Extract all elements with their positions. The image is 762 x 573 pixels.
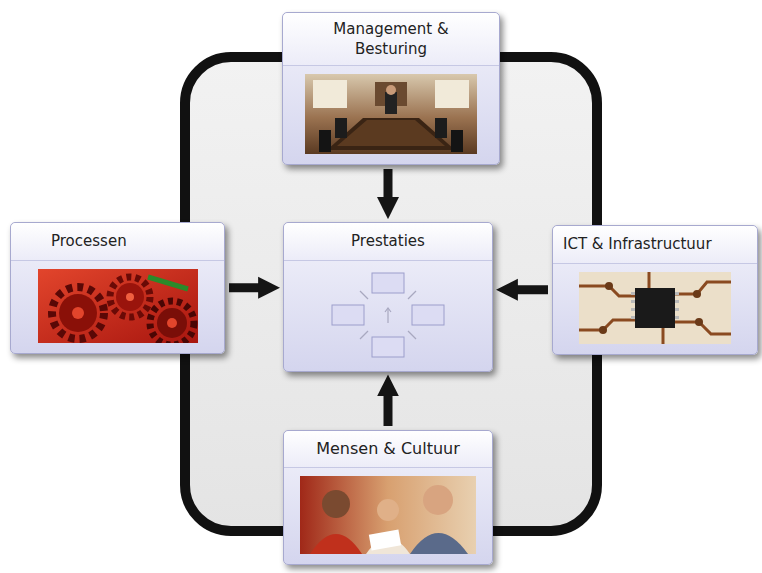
block-arrow xyxy=(384,169,393,207)
concept-box: Processen xyxy=(10,222,225,354)
circuit-picture xyxy=(579,272,731,344)
concept-box: Management & Besturing xyxy=(282,12,500,165)
concept-box: Mensen & Cultuur xyxy=(283,430,493,565)
concept-box: ICT & Infrastructuur xyxy=(552,225,758,355)
box-title: Processen xyxy=(11,223,224,261)
block-arrow xyxy=(508,285,548,294)
cycle-loop xyxy=(185,57,597,531)
concept-box: Prestaties xyxy=(283,222,493,372)
box-title: Prestaties xyxy=(284,223,492,261)
box-title: ICT & Infrastructuur xyxy=(553,226,757,264)
block-arrow xyxy=(384,387,393,427)
box-title: Management & Besturing xyxy=(283,13,499,66)
people-photo xyxy=(300,476,476,554)
box-title: Mensen & Cultuur xyxy=(284,431,492,468)
block-arrow xyxy=(229,283,268,292)
gears-picture xyxy=(38,269,198,343)
meeting-photo xyxy=(305,74,477,154)
performance-schema xyxy=(326,269,450,361)
